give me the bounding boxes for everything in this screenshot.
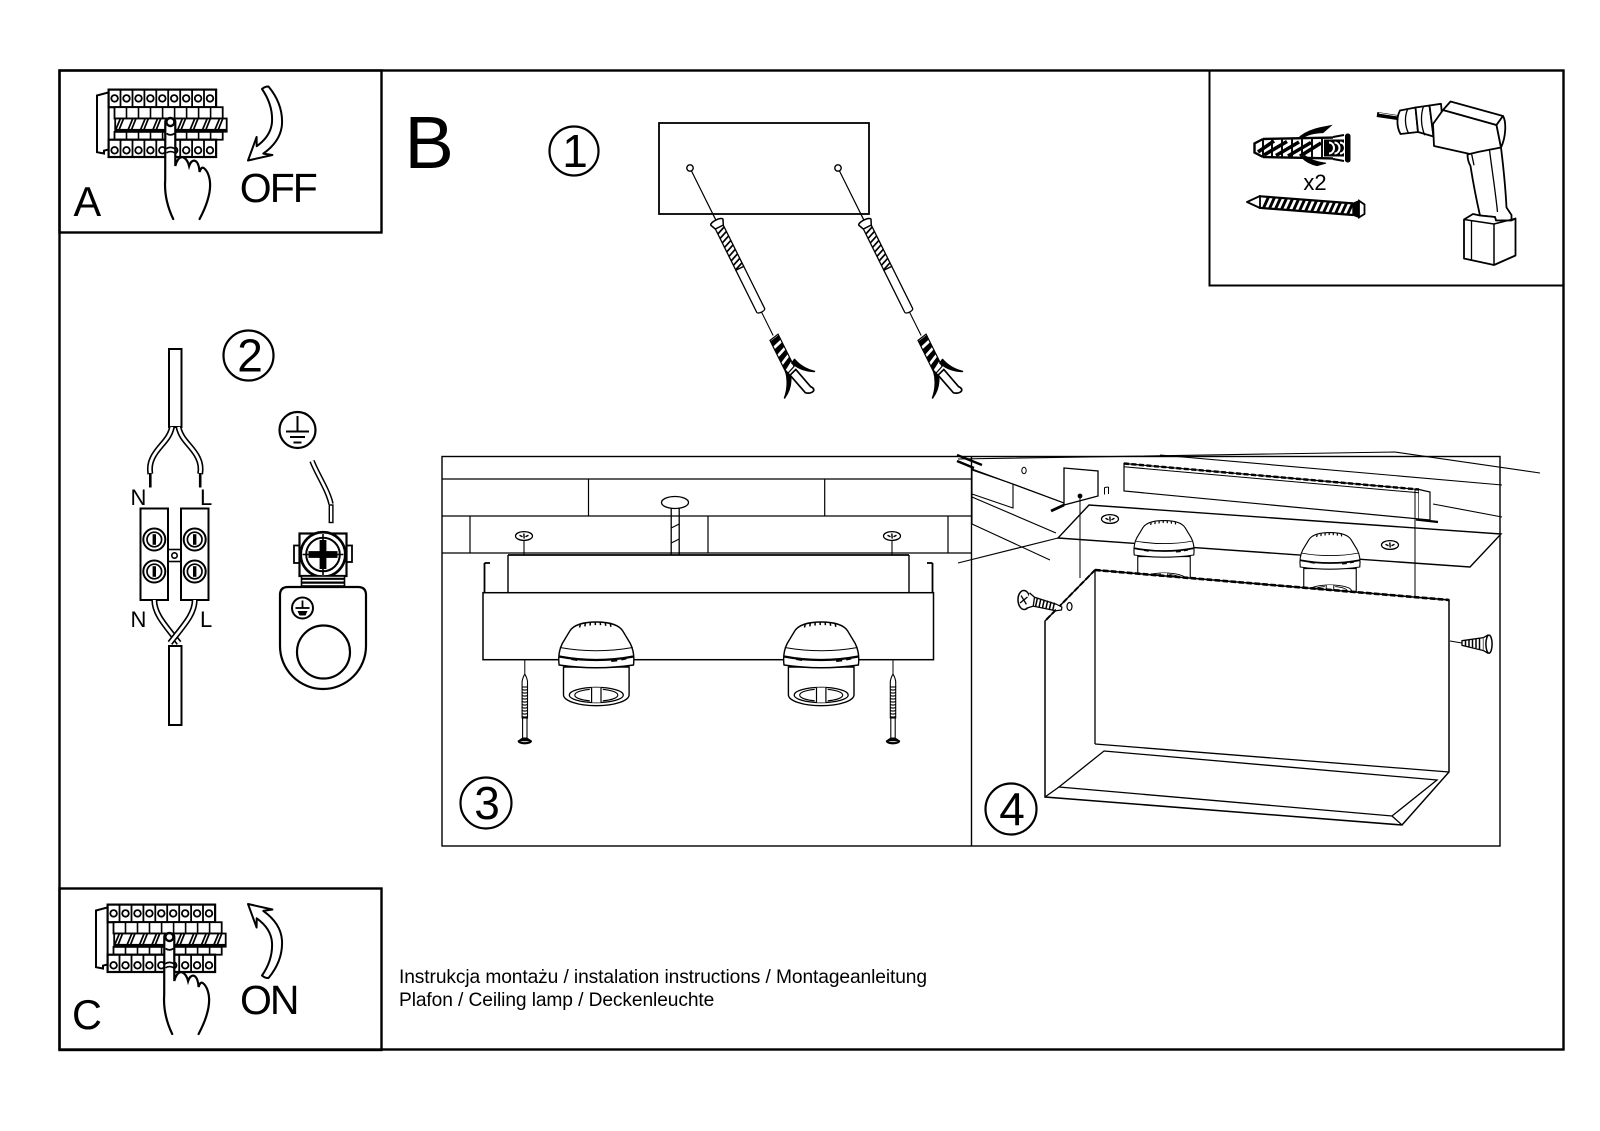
svg-text:OFF: OFF (240, 165, 317, 211)
svg-text:Instrukcja montażu / instalati: Instrukcja montażu / instalation instruc… (399, 967, 927, 988)
svg-text:4: 4 (999, 783, 1025, 835)
svg-text:N: N (131, 485, 147, 510)
svg-text:B: B (405, 101, 454, 184)
svg-text:Plafon / Ceiling lamp / Decken: Plafon / Ceiling lamp / Deckenleuchte (399, 990, 714, 1011)
svg-text:A: A (74, 178, 102, 225)
svg-text:L: L (200, 607, 212, 632)
svg-text:2: 2 (237, 330, 263, 382)
svg-text:N: N (131, 607, 147, 632)
svg-text:3: 3 (474, 777, 500, 829)
svg-text:x2: x2 (1303, 170, 1326, 195)
svg-text:ON: ON (240, 977, 298, 1023)
svg-text:1: 1 (562, 125, 588, 177)
svg-text:L: L (200, 485, 212, 510)
svg-text:C: C (72, 991, 102, 1038)
